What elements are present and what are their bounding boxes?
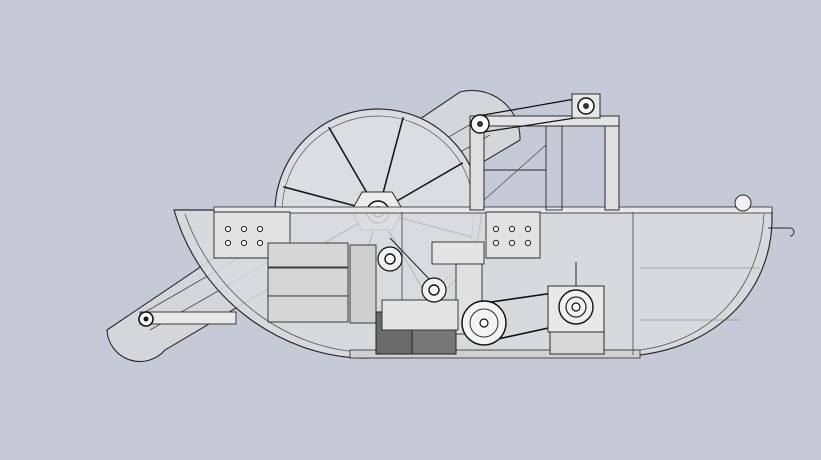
motor-pulley-core — [571, 302, 581, 312]
bolt-hole — [524, 239, 532, 247]
storage-block-low — [267, 295, 349, 323]
drive-belt-upper-2 — [483, 115, 589, 133]
mast-top-bar — [469, 115, 620, 127]
pulley-gear-2-core — [428, 284, 440, 296]
boom-tip-wheel-core — [143, 316, 149, 322]
pulley-large-ring — [469, 308, 499, 338]
bolt-hole — [240, 239, 248, 247]
stern-fitting — [734, 194, 795, 237]
bolt-hole — [256, 239, 264, 247]
bolt-holes — [224, 225, 532, 247]
mast-rear — [604, 117, 620, 211]
motor — [547, 262, 605, 355]
battery-block-2 — [411, 329, 457, 355]
boom-tip-bracket — [139, 311, 237, 325]
hull-keel — [349, 349, 641, 359]
pulley-top-core — [583, 103, 589, 109]
storage-blocks — [267, 242, 377, 324]
storage-block-mid — [267, 267, 349, 297]
stern-hook — [768, 227, 795, 237]
boom-tip-hardware — [138, 311, 237, 327]
drive-belt-upper — [477, 96, 587, 117]
gearbox-upper — [431, 241, 485, 265]
bolt-hole — [492, 239, 500, 247]
pulley-boom-tip-core — [477, 121, 483, 127]
motor-base — [549, 331, 605, 355]
mast-mid-post — [545, 125, 563, 211]
gearbox-base — [381, 299, 459, 331]
storage-block-top — [267, 242, 349, 268]
side-plates — [213, 211, 541, 259]
motor-pulley-ring — [565, 296, 587, 318]
side-plate-right — [485, 211, 541, 259]
bolt-hole — [240, 225, 248, 233]
bolt-hole — [224, 225, 232, 233]
mast-brace-diag — [483, 144, 547, 201]
pulley-gear-1-core — [384, 253, 396, 265]
bolt-hole — [508, 225, 516, 233]
stern-cleat — [734, 194, 752, 212]
chain-line — [389, 237, 433, 283]
bolt-hole — [256, 225, 264, 233]
pulley-large-core — [479, 318, 489, 328]
bolt-hole — [508, 239, 516, 247]
bolt-hole — [224, 239, 232, 247]
bolt-hole — [524, 225, 532, 233]
storage-block-side — [349, 244, 377, 324]
bolt-hole — [492, 225, 500, 233]
pulleys — [377, 93, 601, 346]
